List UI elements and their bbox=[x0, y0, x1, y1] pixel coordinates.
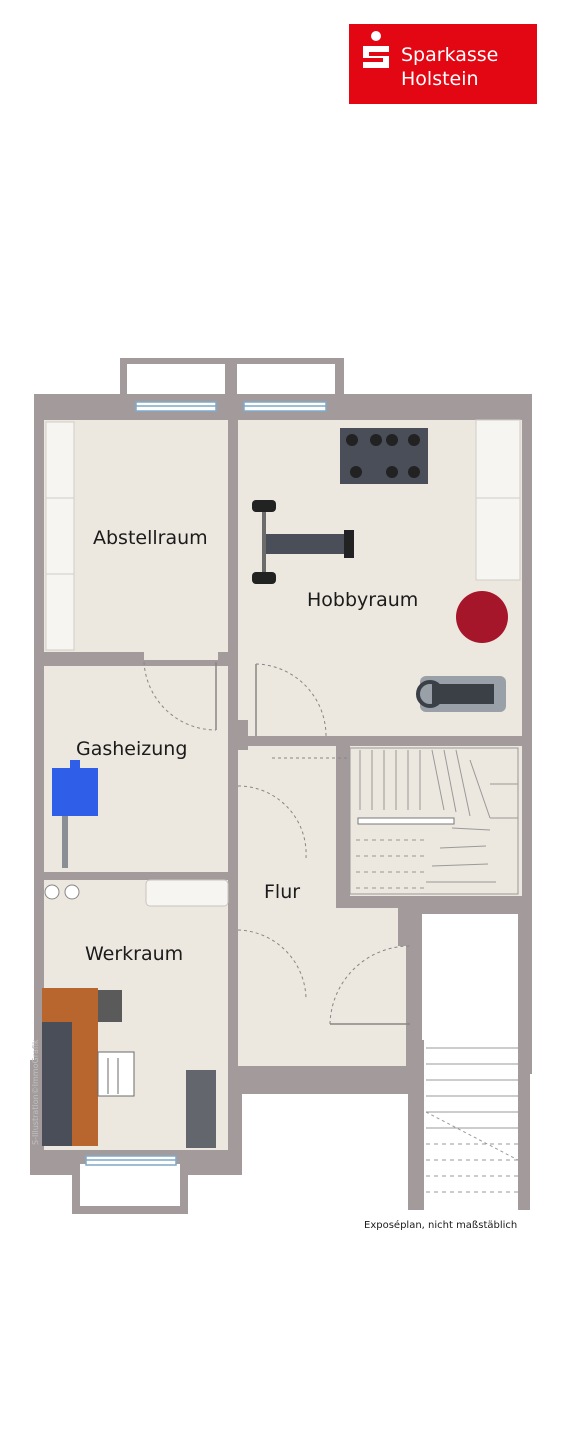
room-label-werkraum: Werkraum bbox=[85, 943, 183, 965]
exercise-ball bbox=[456, 591, 508, 643]
room-label-abstellraum: Abstellraum bbox=[93, 527, 208, 549]
plan-caption: Exposéplan, nicht maßstäblich bbox=[364, 1220, 518, 1231]
exercise-bike bbox=[416, 676, 506, 712]
shelf-unit bbox=[45, 421, 75, 651]
door-swings bbox=[143, 661, 411, 1025]
utility-connectors bbox=[44, 884, 80, 900]
room-label-flur: Flur bbox=[264, 881, 300, 903]
gas-heater bbox=[52, 760, 98, 868]
brand-name-line1: Sparkasse bbox=[401, 44, 499, 66]
washbasin bbox=[145, 879, 229, 907]
sparkasse-logo: Sparkasse Holstein bbox=[349, 24, 537, 104]
workbench bbox=[42, 988, 135, 1146]
illustration-credit: S-Illustration©ImmoGrafik bbox=[31, 1039, 40, 1145]
windows bbox=[85, 401, 327, 1166]
stairs-lower bbox=[425, 1047, 519, 1193]
room-label-gasheizung: Gasheizung bbox=[76, 738, 187, 760]
inner-walls bbox=[44, 420, 522, 1072]
sparkasse-s-icon bbox=[363, 31, 389, 68]
stairs-basement-dashed bbox=[356, 839, 426, 889]
door-leaves bbox=[215, 662, 410, 1025]
stairs-upper bbox=[349, 747, 519, 895]
weight-bench bbox=[252, 500, 354, 584]
sideboard bbox=[475, 419, 521, 581]
room-label-hobbyraum: Hobbyraum bbox=[307, 589, 418, 611]
weight-rack bbox=[340, 428, 428, 484]
brand-name-line2: Holstein bbox=[401, 68, 479, 90]
storage-cabinet bbox=[186, 1070, 216, 1148]
